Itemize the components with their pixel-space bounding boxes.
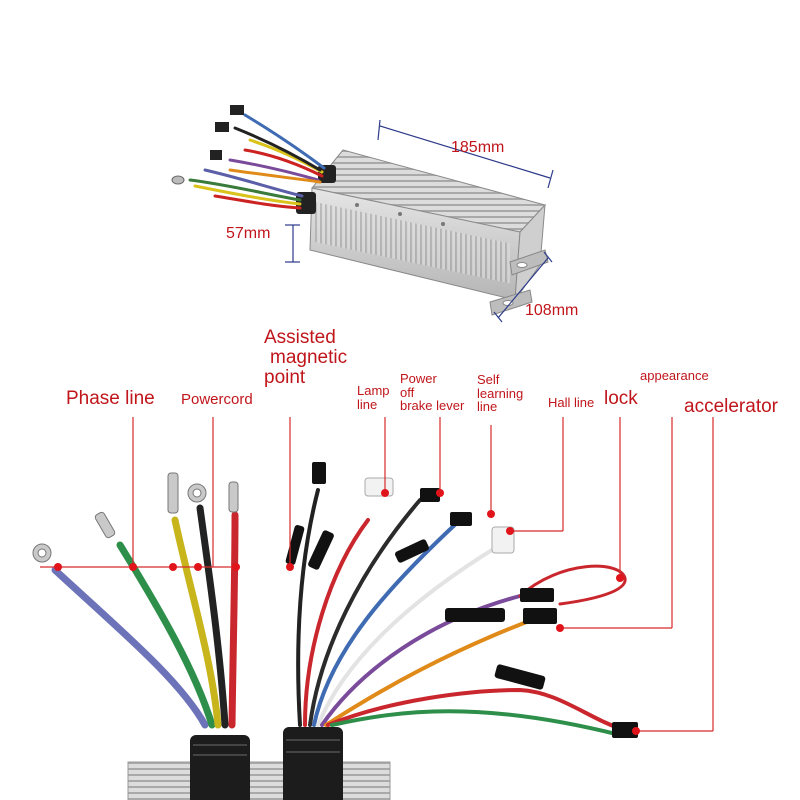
label-assisted-line3: point bbox=[264, 366, 306, 388]
label-assisted-magnetic-point: Assisted magnetic point bbox=[264, 328, 347, 388]
label-self-learning-line3: line bbox=[477, 399, 498, 415]
label-self-learning-line: Self learning line bbox=[477, 373, 523, 414]
label-power-off-line3: brake lever bbox=[400, 398, 465, 414]
label-assisted-line2: magnetic bbox=[270, 346, 348, 368]
dimension-lines bbox=[285, 119, 554, 323]
ring-terminals bbox=[32, 472, 239, 563]
label-hall-line: Hall line bbox=[548, 395, 595, 410]
controller-base bbox=[127, 727, 391, 800]
label-power-off-line2: off bbox=[400, 384, 415, 400]
dimension-length-label: 185mm bbox=[451, 139, 505, 156]
dimension-width-label: 108mm bbox=[525, 302, 579, 319]
label-phase-line: Phase line bbox=[66, 388, 155, 409]
controller-box bbox=[296, 149, 549, 316]
label-powercord: Powercord bbox=[181, 391, 253, 408]
label-lamp-line: Lamp line bbox=[357, 384, 390, 411]
phase-and-power-wires bbox=[51, 504, 239, 729]
label-power-off-line1: Power bbox=[400, 371, 437, 386]
leader-lines bbox=[40, 417, 714, 732]
label-accelerator: accelerator bbox=[684, 396, 778, 417]
label-assisted-line1: Assisted bbox=[264, 327, 336, 348]
label-appearance: appearance bbox=[640, 368, 709, 383]
label-lock: lock bbox=[604, 388, 638, 409]
label-power-off-brake-lever: Power off brake lever bbox=[400, 372, 464, 413]
label-self-learning-line1: Self bbox=[477, 372, 500, 387]
top-box-wires bbox=[171, 105, 326, 210]
dimension-height-label: 57mm bbox=[226, 225, 271, 242]
label-self-learning-line2: learning bbox=[477, 385, 524, 401]
label-lamp-line1: Lamp bbox=[357, 383, 390, 398]
marker-dots bbox=[54, 489, 640, 735]
label-lamp-line2: line bbox=[357, 396, 378, 412]
signal-wires bbox=[296, 488, 627, 737]
